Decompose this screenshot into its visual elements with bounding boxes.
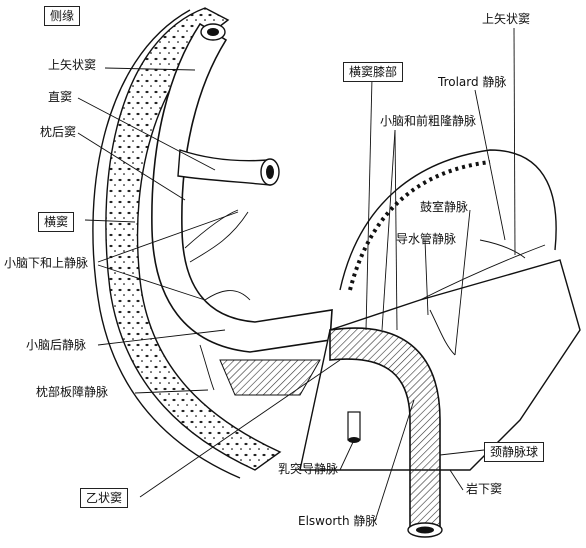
label-tympanic-vein: 鼓室静脉 [420, 200, 469, 214]
label-trolard-vein: Trolard 静脉 [438, 75, 507, 89]
label-elsworth-vein: Elsworth 静脉 [298, 514, 378, 528]
leader-lines [77, 27, 516, 522]
label-lateral-sinus: 侧缘 [44, 6, 81, 26]
mastoid-emissary-tube [347, 411, 361, 443]
label-superior-sagittal-sinus-right: 上矢状窦 [482, 12, 531, 26]
label-posterior-cerebellar-vein: 小脑后静脉 [26, 338, 87, 352]
tentorium-dome [339, 149, 557, 291]
label-cerebellar-anterior-vein: 小脑和前粗隆静脉 [380, 114, 477, 128]
sigmoid-sinus-tube [329, 327, 443, 538]
label-jugular-bulb: 颈静脉球 [484, 442, 545, 462]
label-occipital-diploic-vein: 枕部板障静脉 [36, 385, 109, 399]
label-occipital-sinus: 枕后窦 [40, 125, 77, 139]
label-sigmoid-sinus: 乙状窦 [80, 488, 129, 508]
upper-veins [419, 239, 546, 356]
label-aqueduct-vein: 导水管静脉 [396, 232, 457, 246]
cerebellar-veins [184, 209, 251, 391]
label-mastoid-emissary-vein: 乳突导静脉 [278, 462, 339, 476]
label-inferior-superior-cerebellar-veins: 小脑下和上静脉 [4, 256, 89, 270]
label-superior-sagittal-sinus-left: 上矢状窦 [48, 58, 97, 72]
hatched-region [219, 359, 321, 396]
straight-sinus-branch [177, 149, 280, 186]
label-transverse-sinus-knee: 横窦膝部 [343, 62, 404, 82]
transverse-sinus-tube [151, 22, 333, 353]
petrous-bone [299, 259, 581, 471]
label-straight-sinus: 直窦 [48, 90, 73, 104]
label-inferior-petrosal-sinus: 岩下窦 [466, 482, 503, 496]
label-transverse-sinus: 横窦 [38, 212, 75, 232]
skull-bone [92, 7, 282, 479]
